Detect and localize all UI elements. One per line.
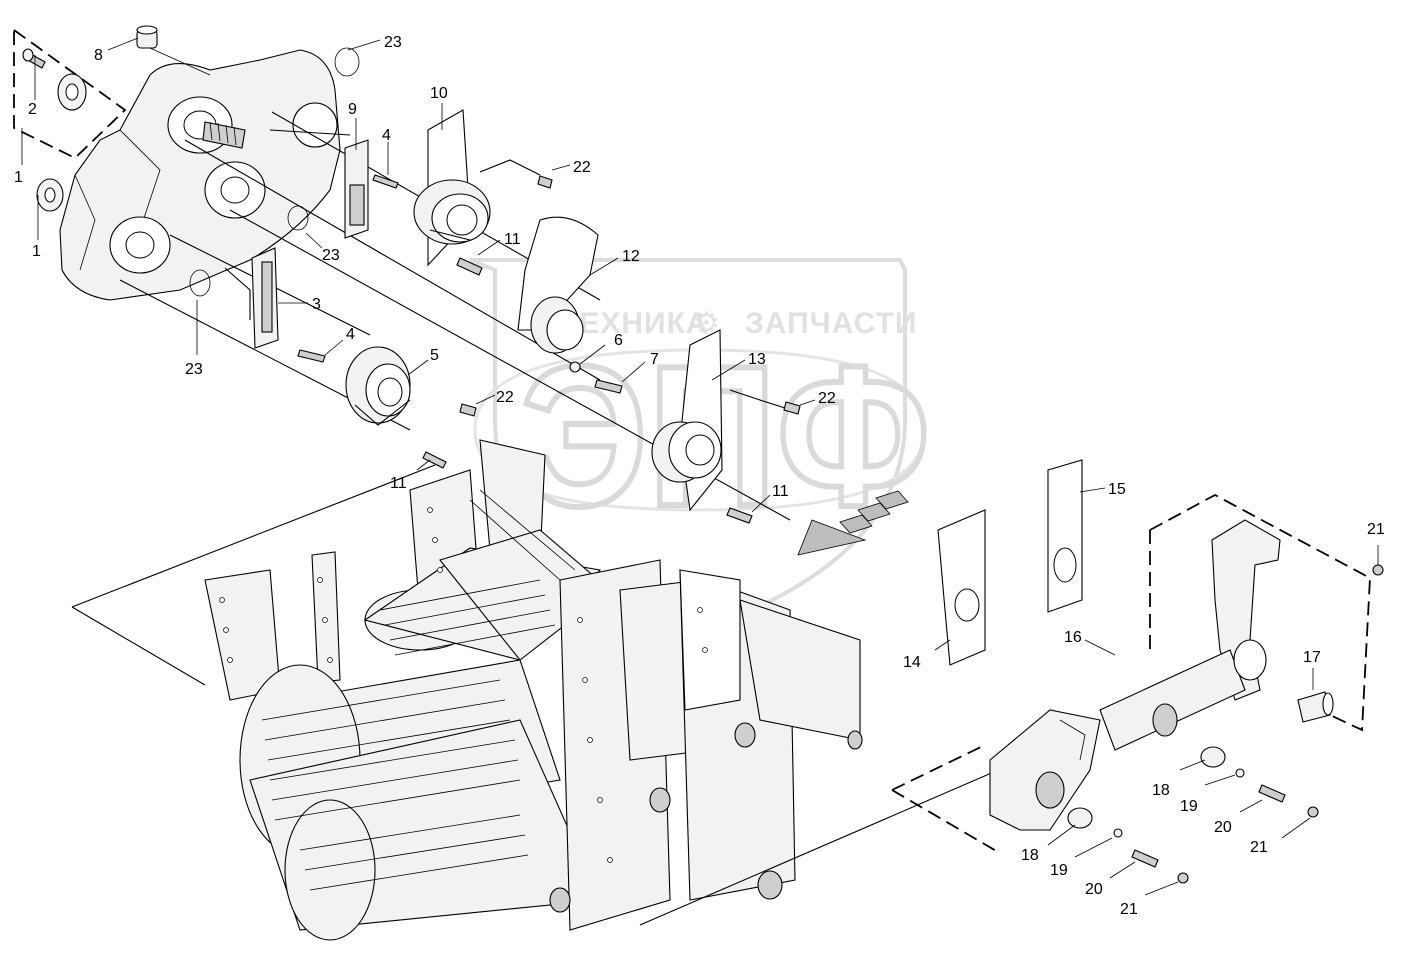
callout-20a: 20 (1214, 819, 1232, 836)
callout-21a: 21 (1367, 521, 1385, 538)
shield-plate-icon (937, 459, 1083, 666)
gearbox-housing (59, 49, 341, 301)
callout-19b: 19 (1050, 862, 1068, 879)
assembly-leaders (71, 464, 1011, 926)
lock-bar-3 (251, 247, 279, 349)
callout-15: 15 (1108, 481, 1126, 498)
callout-22a: 22 (573, 159, 591, 176)
watermark-text-right: ЗАПЧАСТИ (745, 307, 917, 340)
callout-23a: 23 (384, 34, 402, 51)
washer-icon (569, 361, 581, 373)
bolt-icon (422, 257, 753, 524)
bracket-arm-icon (989, 519, 1281, 831)
shaft-stubs (549, 722, 863, 913)
nut-icon (36, 73, 87, 212)
callout-8: 8 (94, 47, 103, 64)
callout-11a: 11 (504, 231, 521, 248)
callout-18a: 18 (1152, 782, 1170, 799)
shield-plate-icon (413, 109, 541, 267)
shield-plate-icon (651, 329, 786, 512)
bolt-icon (22, 48, 46, 69)
callout-17: 17 (1303, 649, 1321, 666)
callout-6: 6 (614, 332, 623, 349)
callout-18b: 18 (1021, 847, 1039, 864)
o-ring-icon (189, 47, 360, 297)
bolt-icon (594, 379, 623, 394)
washer-icon (1067, 746, 1245, 838)
callout-3: 3 (312, 296, 321, 313)
rotor-drum-icon (204, 439, 863, 941)
callout-14: 14 (903, 654, 921, 671)
lock-bar-9 (344, 139, 369, 239)
callout-1a: 1 (14, 169, 23, 186)
watermark-text-left: ТЕХНИКА (560, 307, 709, 340)
bolt-icon (1131, 784, 1286, 868)
bolt-icon (297, 174, 399, 363)
callout-10: 10 (430, 85, 448, 102)
screw-icon (459, 175, 801, 417)
callout-20b: 20 (1085, 881, 1103, 898)
bearing-flange-icon (345, 346, 411, 426)
callout-21b: 21 (1250, 839, 1268, 856)
arrow-direction-icon (797, 490, 909, 556)
callout-16: 16 (1064, 629, 1082, 646)
shield-plate-icon (517, 216, 599, 354)
callout-12: 12 (622, 248, 640, 265)
right-assembly-box (891, 493, 1371, 853)
nut-icon (1177, 564, 1384, 884)
nut-group-box (13, 28, 127, 160)
callout-23b: 23 (322, 247, 340, 264)
callout-numbers: 1 1 2 3 4 4 5 6 7 8 9 10 11 11 11 12 13 … (14, 34, 1385, 918)
bolt-holes (219, 507, 708, 863)
callout-4b: 4 (346, 326, 355, 343)
callout-2: 2 (28, 101, 37, 118)
callout-5: 5 (430, 347, 439, 364)
callout-1b: 1 (32, 243, 41, 260)
callout-9: 9 (348, 101, 357, 118)
callout-leaders (21, 37, 1379, 896)
callout-22b: 22 (496, 389, 514, 406)
callout-11c: 11 (772, 483, 789, 500)
callout-19a: 19 (1180, 798, 1198, 815)
callout-21c: 21 (1120, 901, 1138, 918)
callout-13: 13 (748, 351, 766, 368)
callout-11b: 11 (390, 475, 407, 492)
bushing-icon (1297, 691, 1334, 723)
bushing-icon (136, 25, 211, 76)
callout-23c: 23 (185, 361, 203, 378)
callout-7: 7 (650, 351, 659, 368)
callout-4a: 4 (382, 127, 391, 144)
callout-22c: 22 (818, 390, 836, 407)
